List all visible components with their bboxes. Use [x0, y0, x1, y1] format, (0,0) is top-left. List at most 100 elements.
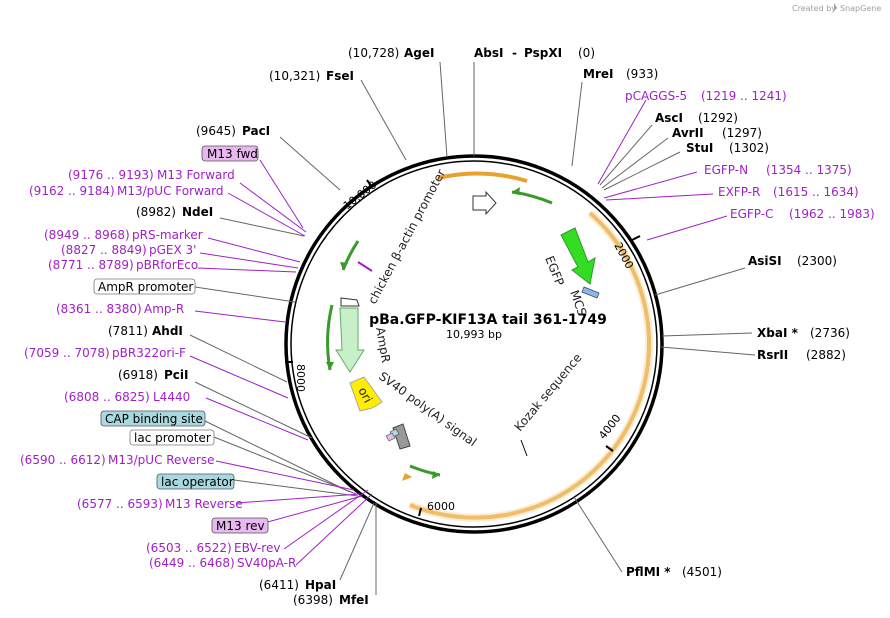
pos-xbai: (2736): [810, 326, 850, 340]
site-pflmi: PflMI *: [626, 565, 671, 579]
site-ndei: NdeI: [182, 205, 213, 219]
lac-promoter-box: [129, 429, 215, 446]
site-ahdi: AhdI: [152, 324, 183, 338]
primer-m13-puc-forward: M13/pUC Forward: [117, 184, 224, 198]
primer-egfp-n-range: (1354 .. 1375): [766, 163, 852, 177]
primer-pgex3: pGEX 3': [149, 243, 196, 257]
site-fsei: FseI: [326, 69, 354, 83]
label-lac-promoter: lac promoter: [134, 431, 211, 445]
site-rsrii: RsrII: [757, 348, 788, 362]
site-leaders: [189, 61, 756, 595]
primer-pbr322ori-f-range: (7059 .. 7078): [24, 346, 110, 360]
site-hpai: HpaI: [305, 578, 336, 592]
primer-egfp-c: EGFP-C: [730, 207, 773, 221]
m13-rev-box: [211, 517, 269, 534]
tick-8000: 8000: [294, 364, 307, 392]
pos-agei: (10,728): [348, 46, 399, 60]
primer-m13-puc-reverse: M13/pUC Reverse: [108, 453, 215, 467]
primer-ebv-rev-range: (6503 .. 6522): [146, 541, 232, 555]
primer-pcaggs5-range: (1219 .. 1241): [701, 89, 787, 103]
primer-ebv-rev: EBV-rev: [234, 541, 280, 555]
primer-m13-puc-reverse-range: (6590 .. 6612): [20, 453, 106, 467]
site-agei: AgeI: [404, 46, 434, 60]
site-xbai: XbaI *: [757, 326, 799, 340]
primer-prs-marker-range: (8949 .. 8968): [44, 228, 130, 242]
ampr-arrow-icon: [335, 307, 365, 373]
pos-pcii: (6918): [118, 368, 158, 382]
ampr-promoter-icon: [340, 297, 360, 307]
pos-asci: (1292): [698, 111, 738, 125]
promoter-arrow-icon: [472, 190, 497, 216]
pos-paci: (9645): [196, 124, 236, 138]
primer-m13-puc-forward-range: (9162 .. 9184): [29, 184, 115, 198]
created-by-text: Created by: [792, 4, 836, 13]
backbone-inner: [290, 160, 658, 528]
pos-asisi: (2300): [797, 254, 837, 268]
pos-fsei: (10,321): [269, 69, 320, 83]
primer-amp-r: Amp-R: [144, 302, 184, 316]
pos-stui: (1302): [729, 141, 769, 155]
mcs-box-icon: [581, 286, 600, 299]
site-stui: StuI: [686, 141, 713, 155]
label-ampr-promoter: AmpR promoter: [98, 280, 193, 294]
sv40-box-icon: [392, 423, 411, 450]
site-mrei: MreI: [583, 67, 613, 81]
site-pcii: PciI: [164, 368, 189, 382]
site-asisi: AsiSI: [748, 254, 782, 268]
primer-leaders: [189, 99, 728, 566]
primer-pbrforeco-range: (8771 .. 8789): [48, 258, 134, 272]
ori-arrow-icon: [349, 376, 383, 412]
lac-operator-box: [156, 473, 235, 490]
plasmid-length: 10,993 bp: [446, 328, 502, 341]
site-pspxi: PspXI: [524, 46, 562, 60]
cap-binding-site-box: [100, 410, 206, 427]
primer-egfp-n: EGFP-N: [704, 163, 748, 177]
snapgene-brand: SnapGene: [840, 4, 881, 13]
pos-pspxi: (0): [578, 46, 595, 60]
primer-egfp-c-range: (1962 .. 1983): [789, 207, 875, 221]
pos-ahdi: (7811): [108, 324, 148, 338]
ampr-promoter-box: [93, 278, 196, 295]
feature-egfp: EGFP: [542, 254, 567, 288]
primer-m13-forward-range: (9176 .. 9193): [68, 168, 154, 182]
site-asci: AscI: [655, 111, 683, 125]
primer-pbr322ori-f: pBR322ori-F: [112, 346, 186, 360]
primer-m13-reverse: M13 Reverse: [165, 497, 243, 511]
plasmid-name: pBa.GFP-KIF13A tail 361-1749: [369, 312, 607, 328]
pos-avrii: (1297): [722, 126, 762, 140]
primer-m13-forward: M13 Forward: [157, 168, 235, 182]
primer-exfp-r-range: (1615 .. 1634): [773, 185, 859, 199]
pos-mrei: (933): [626, 67, 658, 81]
primer-amp-r-range: (8361 .. 8380): [56, 302, 142, 316]
egfp-arrow-icon: [560, 227, 596, 285]
primer-m13-reverse-range: (6577 .. 6593): [77, 497, 163, 511]
label-m13-rev: M13 rev: [216, 519, 265, 533]
feature-kozak: Kozak sequence: [512, 351, 585, 434]
pos-hpai: (6411): [259, 578, 299, 592]
snapgene-logo-icon: [834, 3, 837, 11]
primer-sv40pa-r-range: (6449 .. 6468): [149, 556, 235, 570]
label-lac-operator: lac operator: [161, 475, 234, 489]
label-m13-fwd: M13 fwd: [207, 147, 258, 161]
primer-pgex3-range: (8827 .. 8849): [61, 243, 147, 257]
primer-pbrforeco: pBRforEco: [136, 258, 198, 272]
green-arrow-ampr: [326, 304, 334, 371]
tick-10000: 10,000: [341, 178, 379, 212]
primer-pcaggs5: pCAGGS-5: [625, 89, 687, 103]
pos-pflmi: (4501): [682, 565, 722, 579]
feature-ampr: AmpR: [373, 326, 393, 364]
feature-ori: ori: [355, 385, 375, 405]
site-avrii: AvrII: [672, 126, 704, 140]
primer-sv40pa-r: SV40pA-R: [237, 556, 296, 570]
pos-ndei: (8982): [136, 205, 176, 219]
site-absi-sep: -: [512, 46, 517, 60]
m13-fwd-box: [201, 145, 259, 162]
site-absi: AbsI: [474, 46, 503, 60]
label-cap-binding-site: CAP binding site: [105, 412, 203, 426]
primer-l4440: L4440: [153, 390, 190, 404]
primer-l4440-range: (6808 .. 6825): [64, 390, 150, 404]
primer-exfp-r: EXFP-R: [718, 185, 760, 199]
site-paci: PacI: [242, 124, 270, 138]
pos-rsrii: (2882): [806, 348, 846, 362]
